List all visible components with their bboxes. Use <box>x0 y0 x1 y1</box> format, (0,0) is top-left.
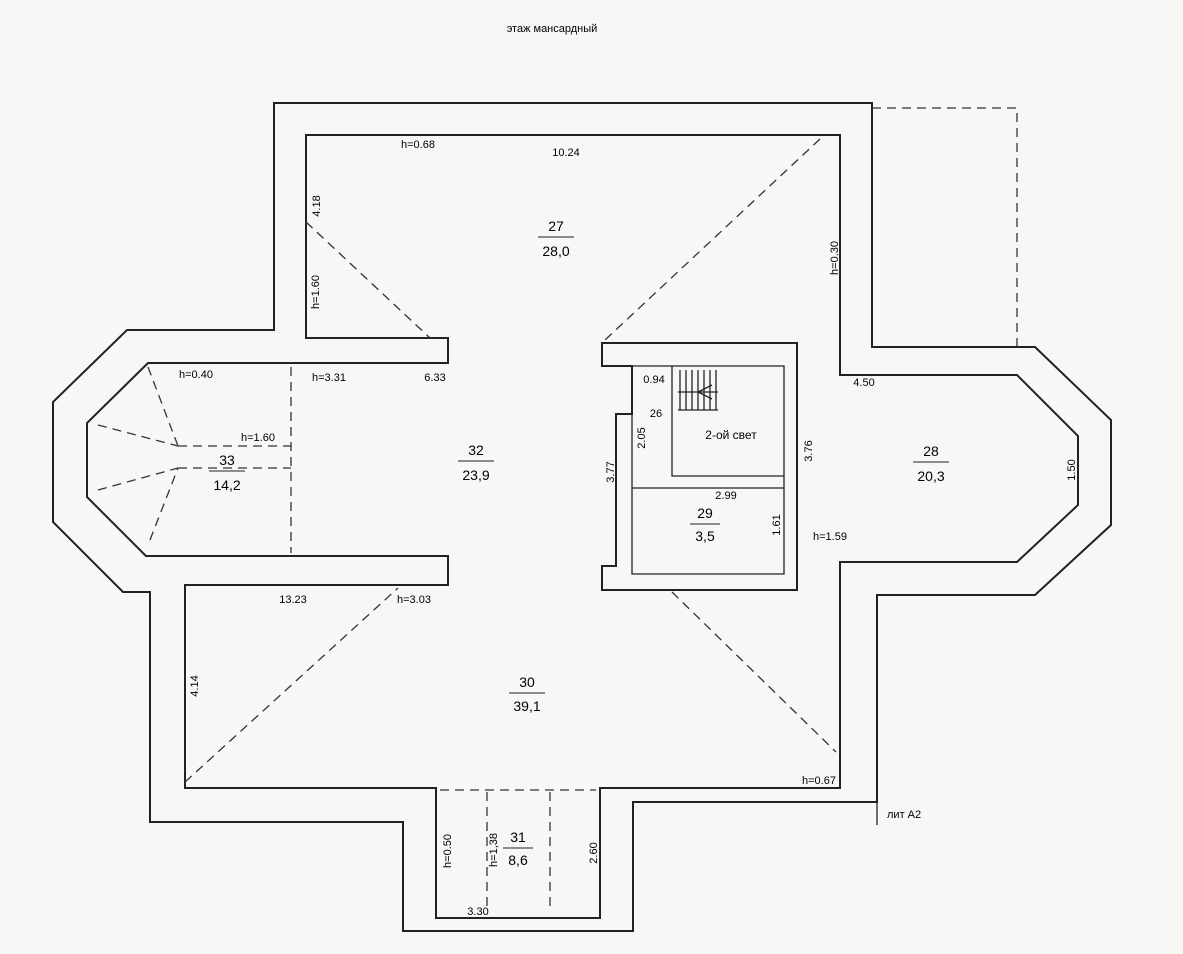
core-inner-wall <box>616 365 785 575</box>
stair-label: 2-ой свет <box>705 428 757 442</box>
adjacent-structure-outline <box>872 107 1018 347</box>
core-outer-wall <box>601 342 798 591</box>
dim-h067: h=0.67 <box>802 775 836 787</box>
dim-h331: h=3.31 <box>312 372 346 384</box>
dim-1024: 10.24 <box>552 147 580 159</box>
inner-wall <box>86 134 1079 919</box>
dim-h160-v: h=1.60 <box>310 275 322 309</box>
room-area: 28,0 <box>542 243 569 259</box>
dim-1323: 13.23 <box>279 594 307 606</box>
dim-h159: h=1.59 <box>813 531 847 543</box>
dim-377: 3.77 <box>605 461 617 482</box>
room-number: 30 <box>519 674 535 690</box>
dim-26: 26 <box>650 408 662 420</box>
dim-150: 1.50 <box>1066 459 1078 480</box>
room-32: 32 23,9 <box>458 442 494 483</box>
staircase <box>678 370 718 411</box>
room-area: 20,3 <box>917 468 944 484</box>
dim-h040: h=0.40 <box>179 369 213 381</box>
room-number: 28 <box>923 443 939 459</box>
room-area: 14,2 <box>213 477 240 493</box>
dim-094: 0.94 <box>643 374 664 386</box>
room-number: 31 <box>510 829 526 845</box>
dim-633: 6.33 <box>424 372 445 384</box>
room-number: 32 <box>468 442 484 458</box>
dim-h303: h=3.03 <box>397 594 431 606</box>
dim-030: h=0.30 <box>829 241 841 275</box>
dim-161: 1.61 <box>771 514 783 535</box>
room-number: 29 <box>697 505 713 521</box>
room-area: 3,5 <box>695 528 715 544</box>
dim-h160-h: h=1.60 <box>241 432 275 444</box>
outer-wall <box>52 102 1112 932</box>
dim-050: h=0.50 <box>442 834 454 868</box>
dim-h068: h=0.68 <box>401 139 435 151</box>
dim-418: 4.18 <box>311 195 323 216</box>
room-area: 39,1 <box>513 698 540 714</box>
room-area: 23,9 <box>462 467 489 483</box>
room-28: 28 20,3 <box>913 443 949 484</box>
dim-299: 2.99 <box>715 490 736 502</box>
room-30: 30 39,1 <box>509 674 545 714</box>
dim-205: 2.05 <box>636 427 648 448</box>
room-27: 27 28,0 <box>538 218 574 259</box>
room-number: 27 <box>548 218 564 234</box>
dim-h138: h=1,38 <box>488 833 500 867</box>
dim-450: 4.50 <box>853 377 874 389</box>
height-lines <box>97 138 837 912</box>
dim-376: 3.76 <box>803 440 815 461</box>
plan-title: этаж мансардный <box>507 23 598 35</box>
room-31: 31 8,6 <box>503 829 533 868</box>
dim-260: 2.60 <box>588 842 600 863</box>
room-number: 33 <box>219 452 235 468</box>
room-29: 29 3,5 <box>690 505 720 544</box>
building-label: лит А2 <box>887 809 921 821</box>
room-33: 33 14,2 <box>209 452 245 493</box>
dimension-labels: h=0.68 10.24 h=0.40 h=3.31 6.33 h=1.60 0… <box>179 139 1078 918</box>
dim-414: 4.14 <box>189 675 201 696</box>
dim-330: 3.30 <box>467 906 488 918</box>
room-area: 8,6 <box>508 852 528 868</box>
